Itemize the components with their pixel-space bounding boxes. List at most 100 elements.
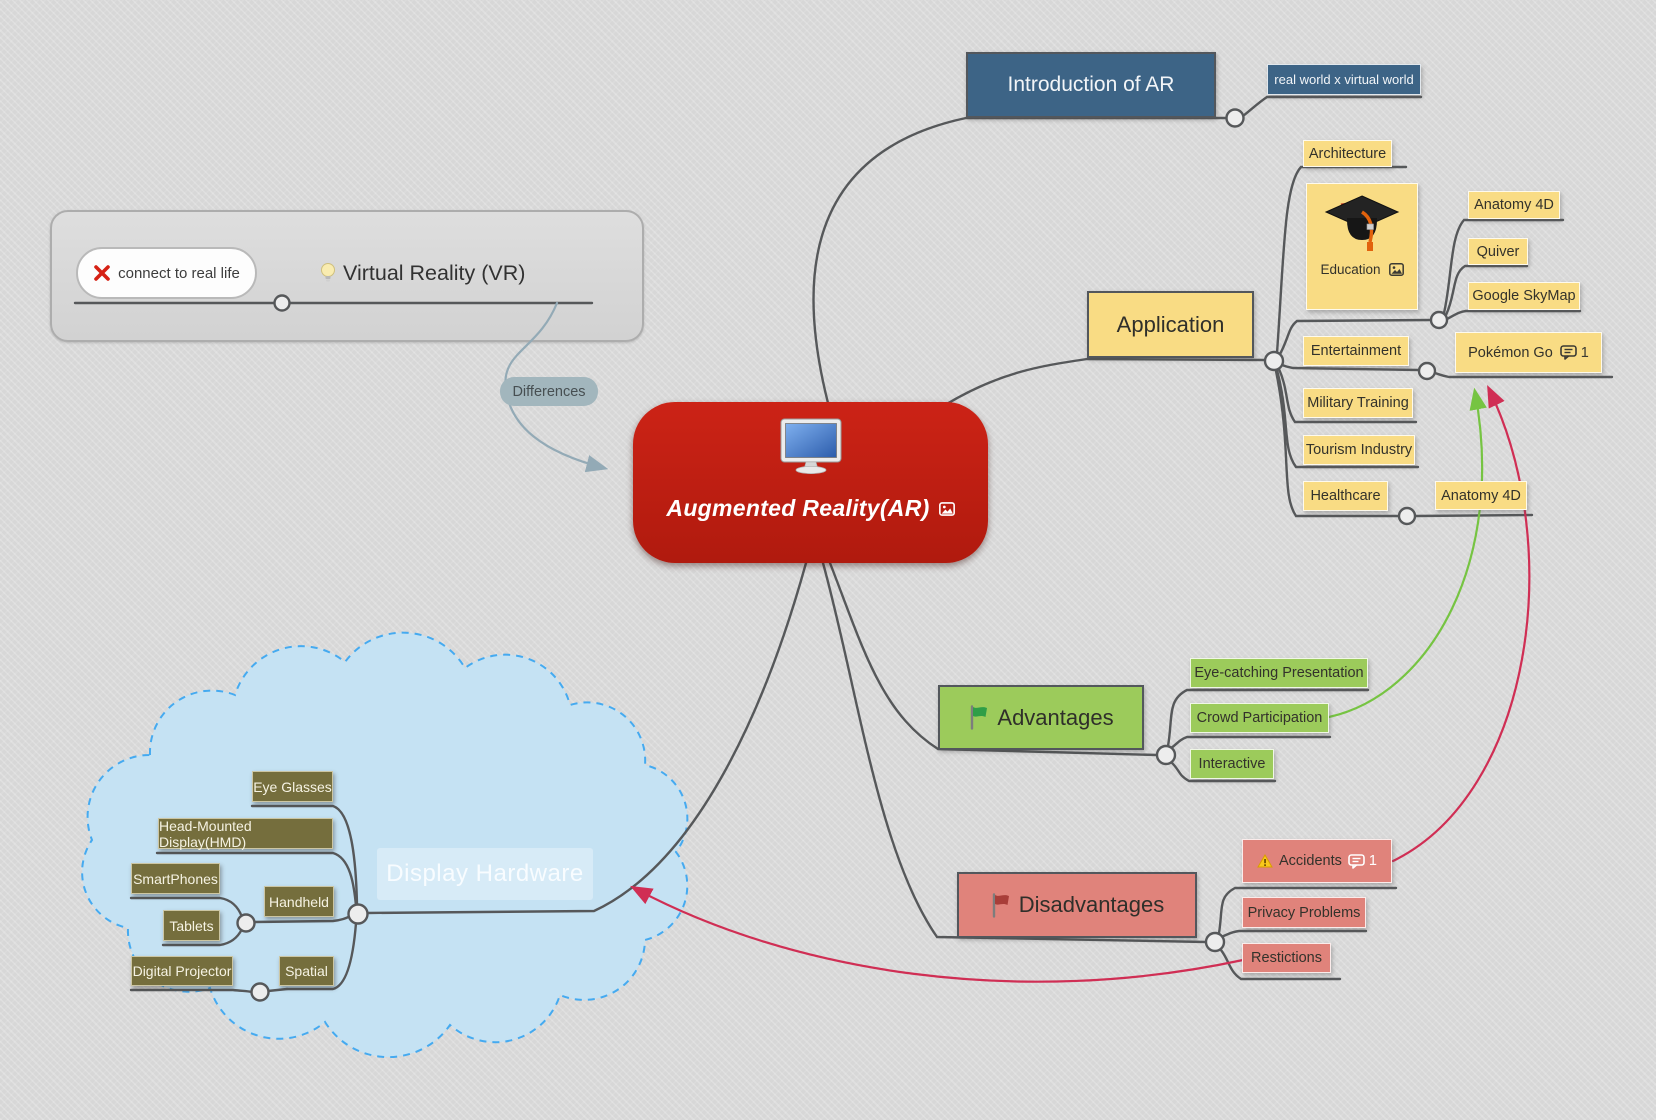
branch-line bbox=[943, 357, 1268, 407]
topic-advantages[interactable]: Advantages bbox=[938, 685, 1144, 750]
comment-count: 1 bbox=[1368, 853, 1377, 869]
topic-label: Tourism Industry bbox=[1305, 442, 1413, 458]
branch-line bbox=[1413, 513, 1534, 518]
topic-real-world-x-virtual-world[interactable]: real world x virtual world bbox=[1267, 64, 1421, 95]
topic-pokemon-go[interactable]: Pokémon Go 1 bbox=[1455, 332, 1602, 373]
relationship-restrictions-to-hardware[interactable] bbox=[630, 885, 1245, 983]
topic-tourism-industry[interactable]: Tourism Industry bbox=[1303, 435, 1415, 465]
topic-label: Entertainment bbox=[1310, 343, 1402, 359]
branch-joint bbox=[1417, 361, 1437, 381]
topic-label: Pokémon Go bbox=[1468, 344, 1553, 361]
topic-label: Restictions bbox=[1251, 950, 1322, 966]
topic-quiver[interactable]: Quiver bbox=[1468, 238, 1528, 265]
topic-education[interactable]: Education bbox=[1306, 183, 1418, 310]
branch-line bbox=[1277, 318, 1433, 358]
topic-tablets[interactable]: Tablets bbox=[163, 910, 220, 941]
branch-line bbox=[1445, 309, 1582, 321]
branch-line bbox=[1219, 948, 1342, 981]
topic-label: Eye-catching Presentation bbox=[1194, 665, 1364, 681]
topic-anatomy-4d-education[interactable]: Anatomy 4D bbox=[1468, 191, 1560, 219]
topic-anatomy-4d-healthcare[interactable]: Anatomy 4D bbox=[1435, 481, 1527, 510]
comment-bubble-icon bbox=[1348, 853, 1365, 869]
branch-line bbox=[250, 804, 359, 907]
branch-joint bbox=[1397, 506, 1417, 526]
comment-bubble-icon bbox=[1559, 345, 1577, 360]
relationship-crowd-to-pokemon[interactable] bbox=[1327, 387, 1487, 719]
branch-line bbox=[155, 851, 358, 908]
red-x-icon bbox=[93, 264, 111, 282]
branch-line bbox=[1168, 735, 1332, 751]
topic-handheld[interactable]: Handheld bbox=[264, 886, 334, 917]
comment-count-badge[interactable]: 1 bbox=[1348, 853, 1377, 869]
topic-label: connect to real life bbox=[118, 264, 240, 282]
branch-line bbox=[1277, 367, 1418, 424]
topic-eye-catching-presentation[interactable]: Eye-catching Presentation bbox=[1190, 658, 1368, 688]
branch-joint bbox=[1204, 931, 1226, 953]
light-bulb-icon bbox=[320, 262, 336, 284]
branch-joint bbox=[1155, 744, 1177, 766]
topic-accidents[interactable]: Accidents 1 bbox=[1242, 839, 1392, 883]
topic-google-skymap[interactable]: Google SkyMap bbox=[1468, 282, 1580, 310]
topic-label: SmartPhones bbox=[133, 870, 218, 887]
topic-military-training[interactable]: Military Training bbox=[1303, 388, 1413, 418]
topic-healthcare[interactable]: Healthcare bbox=[1303, 481, 1388, 511]
branch-line bbox=[266, 987, 289, 993]
picture-attachment-icon bbox=[1388, 263, 1404, 276]
topic-label: Anatomy 4D bbox=[1474, 197, 1554, 213]
topic-label: Head-Mounted Display(HMD) bbox=[159, 817, 252, 850]
topic-display-hardware[interactable]: Display Hardware bbox=[377, 848, 593, 900]
topic-label: Digital Projector bbox=[132, 963, 232, 979]
topic-label: Handheld bbox=[269, 893, 329, 910]
topic-label: Quiver bbox=[1476, 243, 1520, 260]
comment-count: 1 bbox=[1580, 344, 1589, 361]
topic-label: Architecture bbox=[1308, 145, 1387, 162]
branch-line bbox=[1169, 760, 1277, 783]
topic-label: Eye Glasses bbox=[253, 778, 332, 795]
branch-line bbox=[812, 116, 1229, 405]
branch-joint bbox=[250, 982, 270, 1002]
branch-line bbox=[1241, 95, 1423, 118]
branch-line bbox=[828, 561, 1159, 757]
topic-connect-to-real-life[interactable]: connect to real life bbox=[76, 247, 257, 299]
topic-disadvantages[interactable]: Disadvantages bbox=[957, 872, 1197, 938]
topic-crowd-participation[interactable]: Crowd Participation bbox=[1190, 703, 1329, 733]
central-topic-augmented-reality[interactable]: Augmented Reality(AR) bbox=[633, 402, 988, 563]
topic-label: Privacy Problems bbox=[1247, 904, 1361, 921]
topic-label: Application bbox=[1116, 311, 1225, 337]
comment-count-badge[interactable]: 1 bbox=[1559, 344, 1589, 361]
topic-label: Advantages bbox=[997, 704, 1114, 730]
topic-introduction-of-ar[interactable]: Introduction of AR bbox=[966, 52, 1216, 118]
topic-application[interactable]: Application bbox=[1087, 291, 1254, 358]
topic-restrictions[interactable]: Restictions bbox=[1242, 943, 1331, 973]
desktop-monitor-icon bbox=[779, 418, 843, 474]
topic-architecture[interactable]: Architecture bbox=[1303, 140, 1392, 167]
warning-triangle-icon bbox=[1257, 854, 1273, 868]
topic-digital-projector[interactable]: Digital Projector bbox=[131, 956, 233, 986]
relationship-label-differences[interactable]: Differences bbox=[500, 377, 598, 406]
branch-line bbox=[1433, 371, 1614, 379]
branch-line bbox=[1280, 363, 1421, 372]
central-topic-label: Augmented Reality(AR) bbox=[666, 495, 930, 521]
topic-interactive[interactable]: Interactive bbox=[1190, 749, 1274, 779]
hardware-cloud-boundary[interactable] bbox=[81, 631, 689, 1059]
topic-privacy-problems[interactable]: Privacy Problems bbox=[1242, 897, 1366, 928]
branch-line bbox=[129, 896, 244, 919]
red-flag-icon bbox=[990, 892, 1012, 919]
topic-label: Accidents bbox=[1279, 853, 1342, 869]
branch-line bbox=[1442, 218, 1565, 315]
relationship-accidents-to-pokemon[interactable] bbox=[1391, 385, 1531, 863]
branch-line bbox=[1166, 688, 1370, 748]
topic-entertainment[interactable]: Entertainment bbox=[1303, 336, 1409, 366]
topic-smartphones[interactable]: SmartPhones bbox=[131, 863, 220, 894]
branch-joint bbox=[236, 913, 256, 933]
topic-head-mounted-display[interactable]: Head-Mounted Display(HMD) bbox=[158, 817, 333, 850]
branch-line bbox=[1219, 929, 1368, 939]
topic-eye-glasses[interactable]: Eye Glasses bbox=[252, 771, 333, 802]
branch-joint bbox=[347, 903, 369, 925]
branch-line bbox=[1444, 264, 1529, 317]
graduation-cap-icon bbox=[1320, 192, 1404, 258]
topic-spatial[interactable]: Spatial bbox=[279, 956, 334, 986]
branch-line bbox=[821, 561, 1208, 944]
topic-virtual-reality[interactable]: Virtual Reality (VR) bbox=[320, 252, 588, 294]
